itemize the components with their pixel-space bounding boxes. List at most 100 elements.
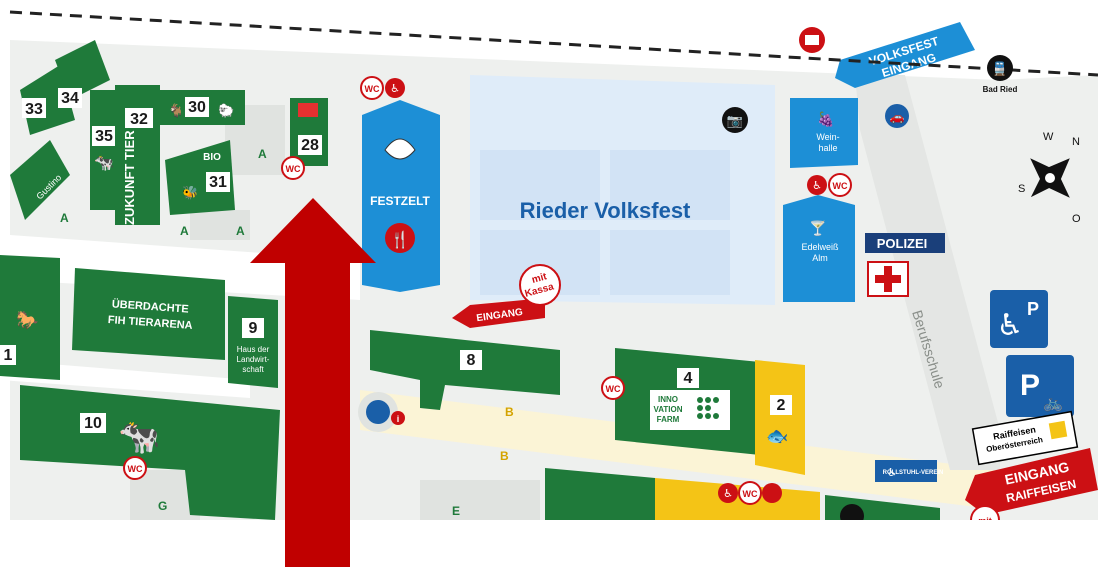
- grapes-icon: 🍇: [817, 111, 834, 128]
- svg-text:halle: halle: [818, 143, 837, 153]
- shop-icon: [799, 27, 825, 53]
- railway-line: [9, 10, 1098, 77]
- info-icon: i: [397, 414, 400, 424]
- cow-icon: 🐄: [94, 155, 114, 172]
- svg-text:Edelweiß: Edelweiß: [801, 242, 839, 252]
- svg-text:Bad Ried: Bad Ried: [983, 85, 1018, 94]
- svg-text:30: 30: [188, 99, 206, 116]
- area-letter-b: B: [500, 449, 509, 463]
- building-34[interactable]: 34: [55, 40, 110, 108]
- area-letter-a: A: [180, 224, 189, 238]
- svg-text:FARM: FARM: [657, 415, 680, 424]
- svg-text:Landwirt-: Landwirt-: [237, 355, 270, 364]
- police-station[interactable]: POLIZEI: [865, 233, 945, 253]
- building-bottom-green[interactable]: [545, 468, 655, 520]
- svg-text:VATION: VATION: [653, 405, 682, 414]
- sheep-icon: 🐑: [218, 102, 234, 118]
- svg-text:28: 28: [301, 137, 319, 154]
- edelweiss-alm[interactable]: 🍸 Edelweiß Alm: [783, 195, 855, 302]
- svg-text:4: 4: [684, 370, 693, 387]
- bike-parking-sign[interactable]: P 🚲: [1006, 355, 1074, 417]
- building-4-innovation-farm[interactable]: 4 INNO VATION FARM: [615, 348, 760, 455]
- baby-changing-icon: [762, 483, 782, 503]
- area-letter-b: B: [505, 405, 514, 419]
- area-letter-a: A: [60, 211, 69, 225]
- map-title: Rieder Volksfest: [520, 198, 691, 223]
- building-10[interactable]: 10 🐄: [20, 385, 280, 520]
- cow-icon: 🐄: [118, 418, 160, 456]
- svg-text:1: 1: [4, 347, 13, 364]
- road-main: [360, 390, 1000, 510]
- svg-text:WC: WC: [286, 164, 301, 174]
- wc-badge: ♿ WC: [807, 173, 852, 197]
- path-west: [0, 360, 250, 398]
- wc-badge: WC ♿: [360, 76, 405, 100]
- wc-badge: WC: [601, 376, 625, 400]
- svg-text:♿: ♿: [390, 83, 400, 95]
- info-point[interactable]: i: [358, 392, 405, 432]
- svg-text:WC: WC: [833, 181, 848, 191]
- restaurant-icon: [385, 223, 415, 253]
- compass-rose: N O S W: [1018, 131, 1081, 225]
- cocktail-icon: 🍸: [809, 219, 826, 237]
- building-8[interactable]: 8: [370, 330, 560, 410]
- svg-text:mit: mit: [978, 516, 992, 526]
- svg-text:WC: WC: [128, 464, 143, 474]
- wc-badge: WC: [123, 456, 147, 480]
- rollstuhl-verein[interactable]: ♿ ROLLSTUHL-VEREIN: [875, 460, 943, 482]
- svg-text:🍴: 🍴: [390, 230, 410, 249]
- bee-icon: 🐝: [182, 185, 198, 200]
- mit-kassa-badge-bottom: mit: [970, 505, 1000, 526]
- svg-text:32: 32: [130, 111, 148, 128]
- building-west-large[interactable]: 🐎 1: [0, 255, 60, 380]
- direction-arrow-up: [250, 198, 376, 567]
- area-letter-a: A: [236, 224, 245, 238]
- svg-text:34: 34: [61, 90, 79, 107]
- building-28[interactable]: 28: [290, 98, 328, 166]
- svg-text:WC: WC: [743, 489, 758, 499]
- area-letter-g: G: [158, 499, 167, 513]
- svg-text:S: S: [1018, 183, 1025, 195]
- svg-text:FIH TIERARENA: FIH TIERARENA: [107, 314, 193, 332]
- svg-text:Haus der: Haus der: [237, 345, 270, 354]
- svg-text:35: 35: [95, 128, 113, 145]
- goat-icon: 🐐: [168, 103, 184, 118]
- svg-text:♿: ♿: [812, 180, 822, 192]
- svg-text:P: P: [1027, 299, 1039, 319]
- building-31[interactable]: BIO 31 🐝: [165, 140, 235, 215]
- building-9-landwirtschaft[interactable]: 9 Haus der Landwirt- schaft: [228, 296, 278, 388]
- train-station-bad-ried[interactable]: 🚆 Bad Ried: [983, 55, 1018, 94]
- wc-badge: ♿ WC: [718, 481, 782, 505]
- svg-text:N: N: [1072, 136, 1080, 148]
- svg-text:Wein-: Wein-: [816, 132, 839, 142]
- building-32-zukunft-tier[interactable]: 32 ZUKUNFT TIER: [115, 85, 160, 225]
- svg-text:WC: WC: [365, 84, 380, 94]
- first-aid-station[interactable]: [867, 261, 909, 297]
- svg-text:P: P: [1020, 369, 1040, 402]
- area-letter-a: A: [258, 147, 267, 161]
- svg-text:31: 31: [209, 174, 227, 191]
- camera-icon: 📷: [722, 107, 748, 133]
- svg-text:FESTZELT: FESTZELT: [370, 194, 430, 208]
- heart-logo-icon: [384, 138, 416, 160]
- building-33[interactable]: 33: [20, 65, 75, 135]
- svg-text:WC: WC: [606, 384, 621, 394]
- svg-text:ZUKUNFT TIER: ZUKUNFT TIER: [122, 130, 137, 225]
- fish-icon: 🐟: [766, 426, 788, 446]
- svg-text:8: 8: [467, 352, 476, 369]
- building-2[interactable]: 2 🐟: [755, 360, 805, 475]
- raiffeisen-sponsor-logo: Raiffeisen Oberösterreich: [971, 410, 1079, 466]
- svg-text:📷: 📷: [727, 113, 743, 128]
- weinhalle[interactable]: 🍇 Wein- halle: [790, 98, 858, 168]
- entrance-main-kassa[interactable]: EINGANG mit Kassa: [452, 264, 561, 328]
- svg-text:POLIZEI: POLIZEI: [877, 236, 928, 251]
- svg-text:W: W: [1043, 131, 1054, 143]
- building-30[interactable]: 30 🐐 🐑: [160, 90, 245, 125]
- svg-text:O: O: [1072, 213, 1081, 225]
- festzelt-tent[interactable]: FESTZELT 🍴: [362, 100, 440, 292]
- svg-text:2: 2: [777, 397, 786, 414]
- disabled-parking-sign[interactable]: ♿ P: [990, 290, 1048, 348]
- svg-text:Alm: Alm: [812, 253, 828, 263]
- building-tierarena[interactable]: ÜBERDACHTE FIH TIERARENA: [72, 268, 225, 360]
